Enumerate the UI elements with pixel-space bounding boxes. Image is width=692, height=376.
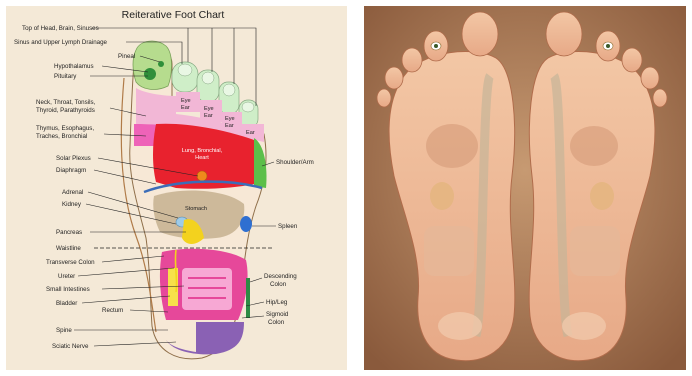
label-descending-1: Descending [264,273,297,280]
right-kidney [590,182,614,210]
solar-plexus-spot [197,171,207,181]
left-intestines [424,226,474,276]
label-waistline: Waistline [56,245,81,252]
toe-3-tip [202,72,214,84]
descending-colon-bar [246,278,250,318]
label-shoulder-arm: Shoulder/Arm [276,159,314,166]
label-thymus-1: Thymus, Esophagus, [36,125,94,132]
pituitary-spot [144,68,156,80]
left-toe-5 [377,89,391,107]
reflexology-chart: Reiterative Foot Chart [6,6,347,370]
right-eye-pupil [606,44,610,48]
foot-chart-svg: Reiterative Foot Chart [6,6,347,370]
toe-5-tip [242,102,254,112]
label-spleen: Spleen [278,223,298,230]
toe-4-tip [223,84,235,96]
right-big-toe [546,12,582,56]
label-solar-plexus: Solar Plexus [56,155,91,162]
right-stomach [570,126,618,166]
left-toe-4 [385,67,403,89]
label-kidney: Kidney [62,201,82,208]
label-ureter: Ureter [58,273,75,280]
left-liver [426,124,478,168]
inside-eye-1: Eye [181,98,191,104]
label-bladder: Bladder [56,300,77,307]
label-pancreas: Pancreas [56,229,82,236]
label-hypothalamus: Hypothalamus [54,63,94,70]
big-toe-brain [133,41,172,89]
right-intestines [570,226,620,276]
label-adrenal: Adrenal [62,189,83,196]
label-rectum: Rectum [102,307,123,314]
inside-ear-2: Ear [204,113,213,119]
left-kidney [430,182,454,210]
inside-eye-3: Eye [225,116,235,122]
spleen-spot [240,216,252,232]
label-thymus-2: Traches, Bronchial [36,133,87,140]
label-sigmoid-1: Sigmoid [266,311,289,318]
right-heel [562,312,606,340]
label-descending-2: Colon [270,281,287,288]
label-small-intestines: Small Intestines [46,286,90,293]
label-transverse-colon: Transverse Colon [46,259,95,266]
inside-ear-3: Ear [225,123,234,129]
inside-ear-1: Ear [181,105,190,111]
label-top-head: Top of Head, Brain, Sinuses [22,25,99,32]
label-neck-1: Neck, Throat, Tonsils, [36,99,96,106]
label-pituitary: Pituitary [54,73,77,80]
left-eye-pupil [434,44,438,48]
toe-2-tip [178,64,192,76]
left-toe-3 [402,48,422,72]
label-hip-leg: Hip/Leg [266,299,288,306]
inside-stomach: Stomach [185,206,207,212]
label-sinus-lymph: Sinus and Upper Lymph Drainage [14,39,108,46]
right-toe-3 [622,48,642,72]
left-big-toe [462,12,498,56]
soles-svg [364,6,686,370]
inside-ear-4: Ear [246,130,255,136]
right-toe-4 [641,67,659,89]
chart-title: Reiterative Foot Chart [122,9,225,21]
inside-lung-1: Lung, Bronchial, [182,148,223,154]
label-diaphragm: Diaphragm [56,167,86,174]
left-heel [438,312,482,340]
label-sciatic-nerve: Sciatic Nerve [52,343,89,350]
right-toe-5 [653,89,667,107]
inside-eye-2: Eye [204,106,214,112]
label-neck-2: Thyroid, Parathyroids [36,107,95,114]
foot-soles-illustration [364,6,686,370]
label-pineal: Pineal [118,53,135,60]
label-spine: Spine [56,327,72,334]
inside-lung-2: Heart [195,155,209,161]
label-sigmoid-2: Colon [268,319,285,326]
